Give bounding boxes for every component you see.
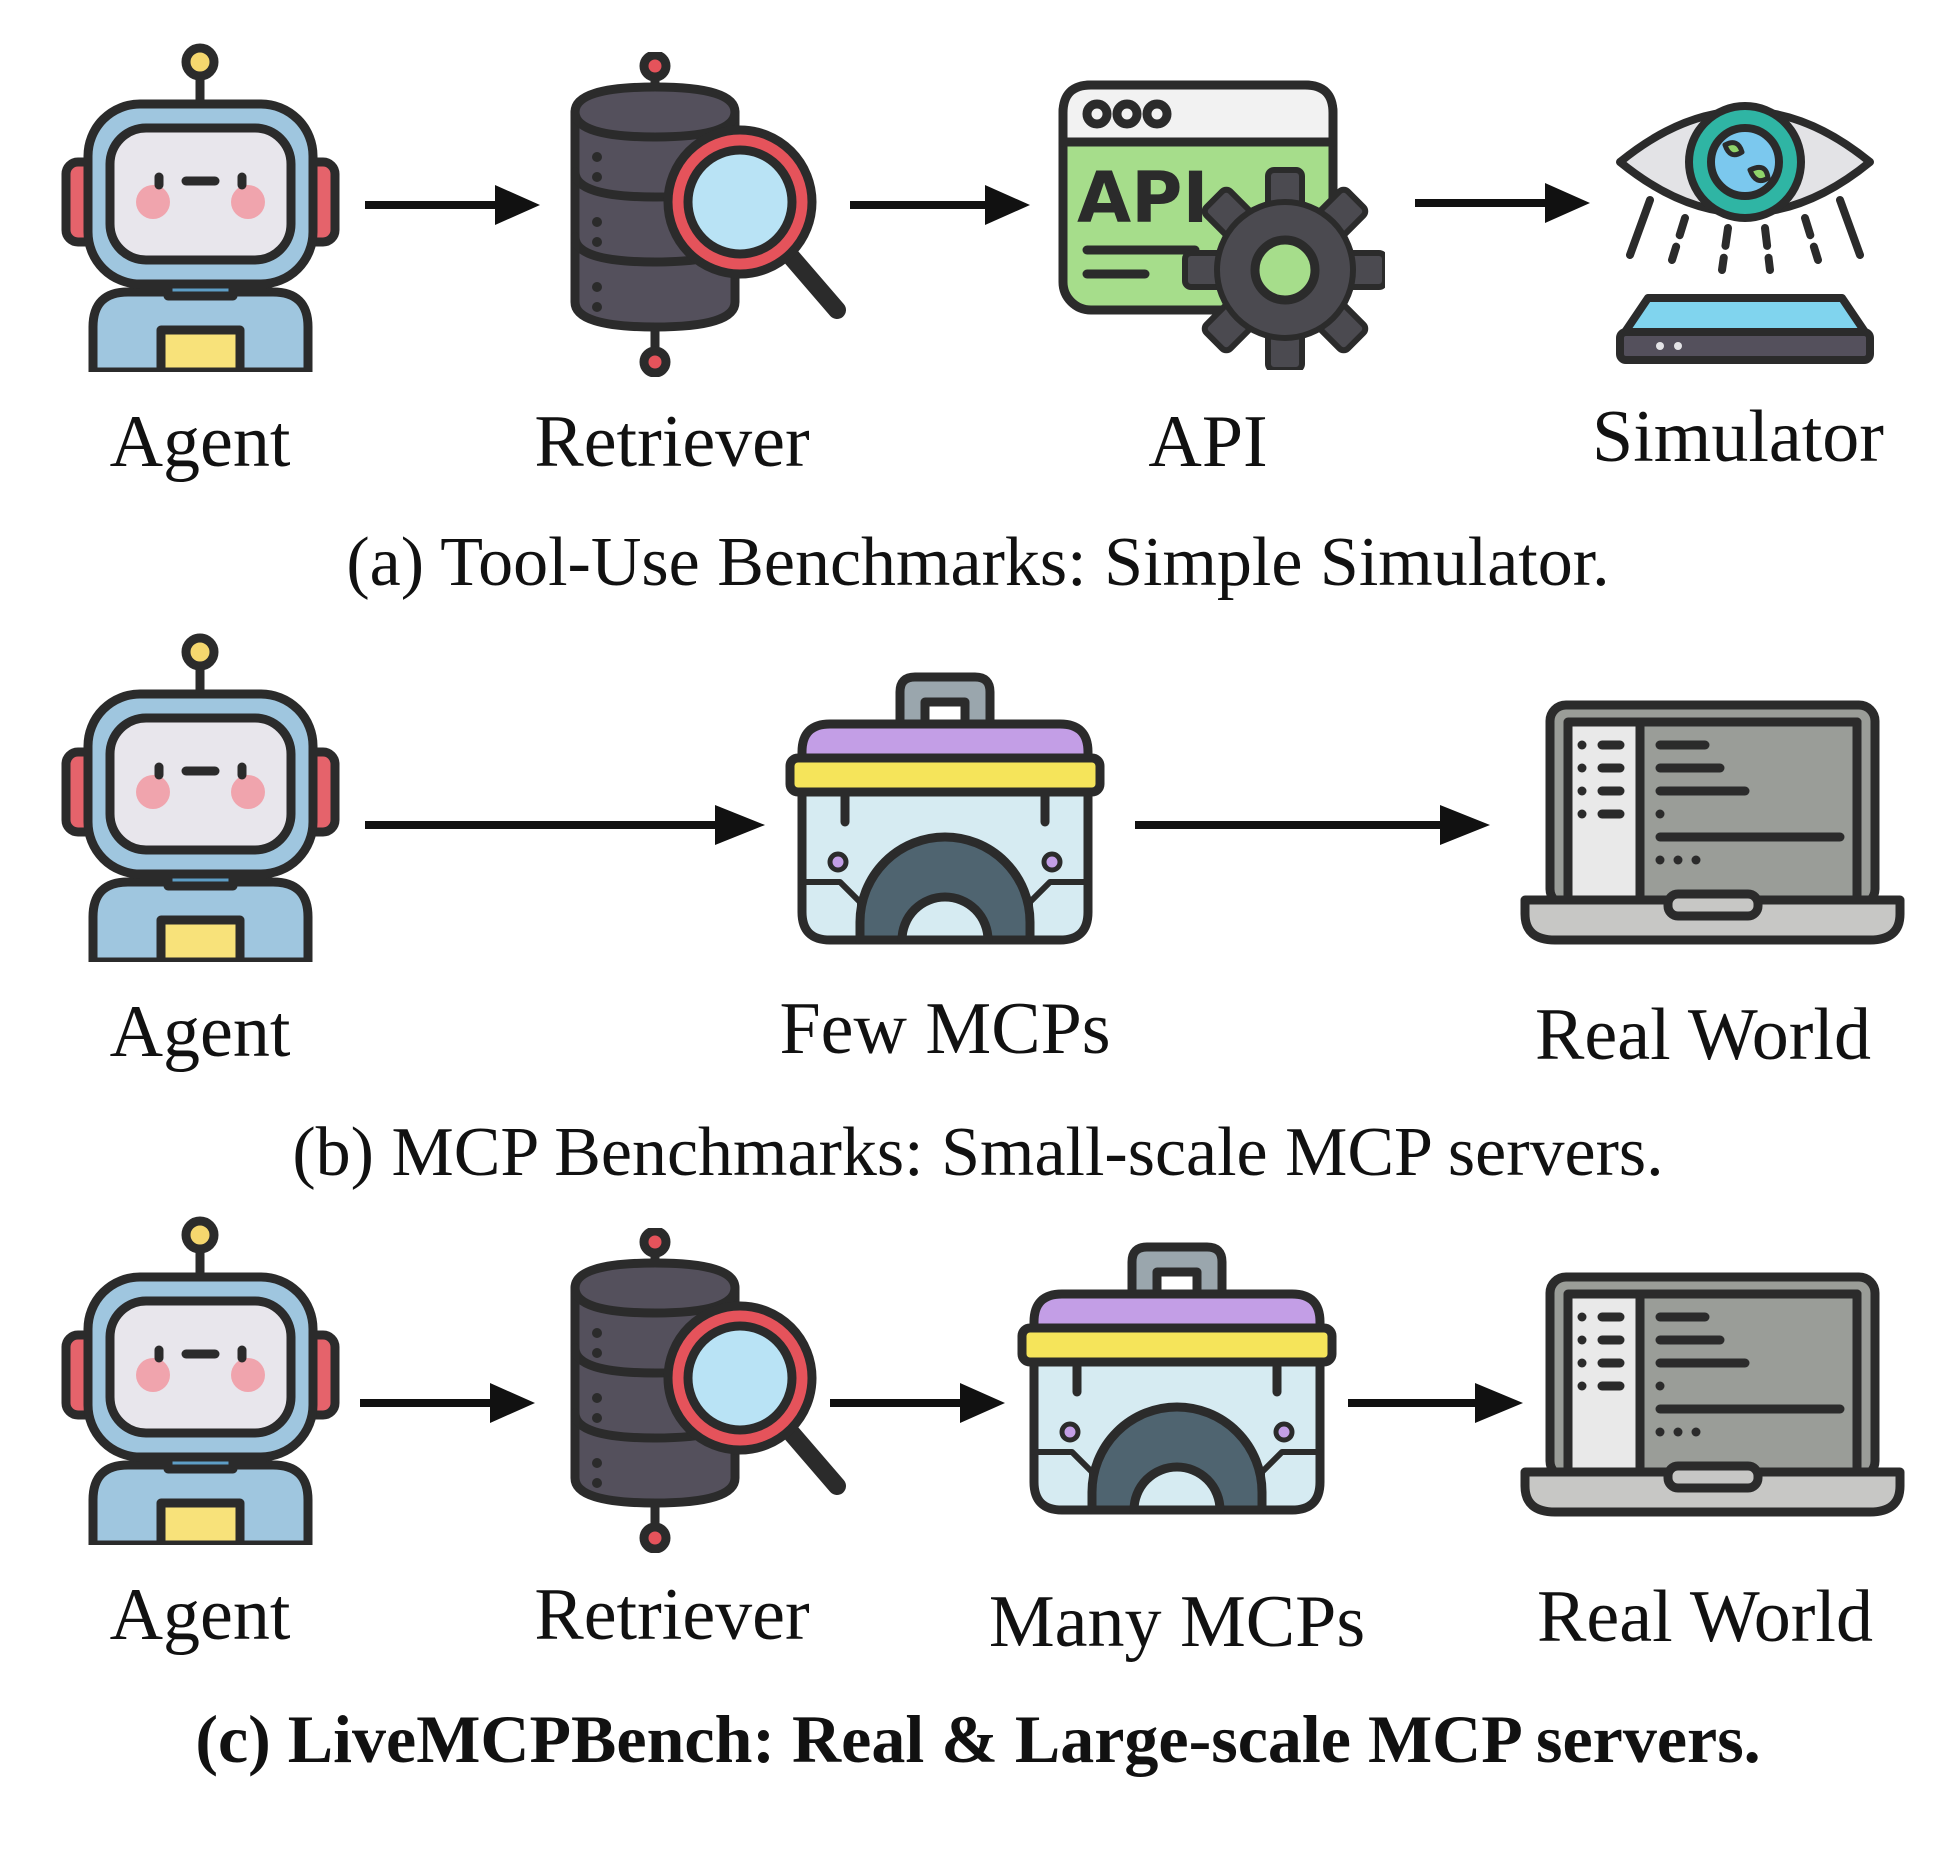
database-search-icon <box>565 52 855 377</box>
node-label: Few MCPs <box>779 988 1111 1070</box>
hologram-globe-icon <box>1610 100 1880 370</box>
robot-icon <box>58 42 343 372</box>
arrow-right <box>1135 800 1490 850</box>
node-label: Many MCPs <box>988 1581 1366 1663</box>
node-label: Agent <box>109 401 291 483</box>
laptop-icon <box>1520 1272 1905 1517</box>
arrow-right <box>830 1378 1005 1428</box>
robot-icon <box>58 632 343 962</box>
caption-b: (b) MCP Benchmarks: Small-scale MCP serv… <box>292 1114 1664 1191</box>
toolbox-icon <box>780 672 1110 947</box>
database-search-icon <box>565 1228 855 1553</box>
node-label: Real World <box>1535 994 1871 1076</box>
arrow-right <box>1348 1378 1523 1428</box>
caption-a: (a) Tool-Use Benchmarks: Simple Simulato… <box>346 524 1610 601</box>
node-label: Retriever <box>534 401 810 483</box>
api-gear-icon <box>1055 80 1385 370</box>
arrow-right <box>850 180 1030 230</box>
node-label: Real World <box>1537 1576 1873 1658</box>
node-label: Agent <box>109 1574 291 1656</box>
node-label: API <box>1148 401 1268 483</box>
arrow-right <box>1415 178 1590 228</box>
arrow-right <box>365 180 540 230</box>
node-label: Simulator <box>1592 396 1884 478</box>
toolbox-icon <box>1012 1242 1342 1517</box>
node-label: Agent <box>109 991 291 1073</box>
arrow-right <box>365 800 765 850</box>
laptop-icon <box>1520 700 1905 945</box>
robot-icon <box>58 1215 343 1545</box>
arrow-right <box>360 1378 535 1428</box>
caption-c: (c) LiveMCPBench: Real & Large-scale MCP… <box>195 1701 1761 1777</box>
node-label: Retriever <box>534 1574 810 1656</box>
